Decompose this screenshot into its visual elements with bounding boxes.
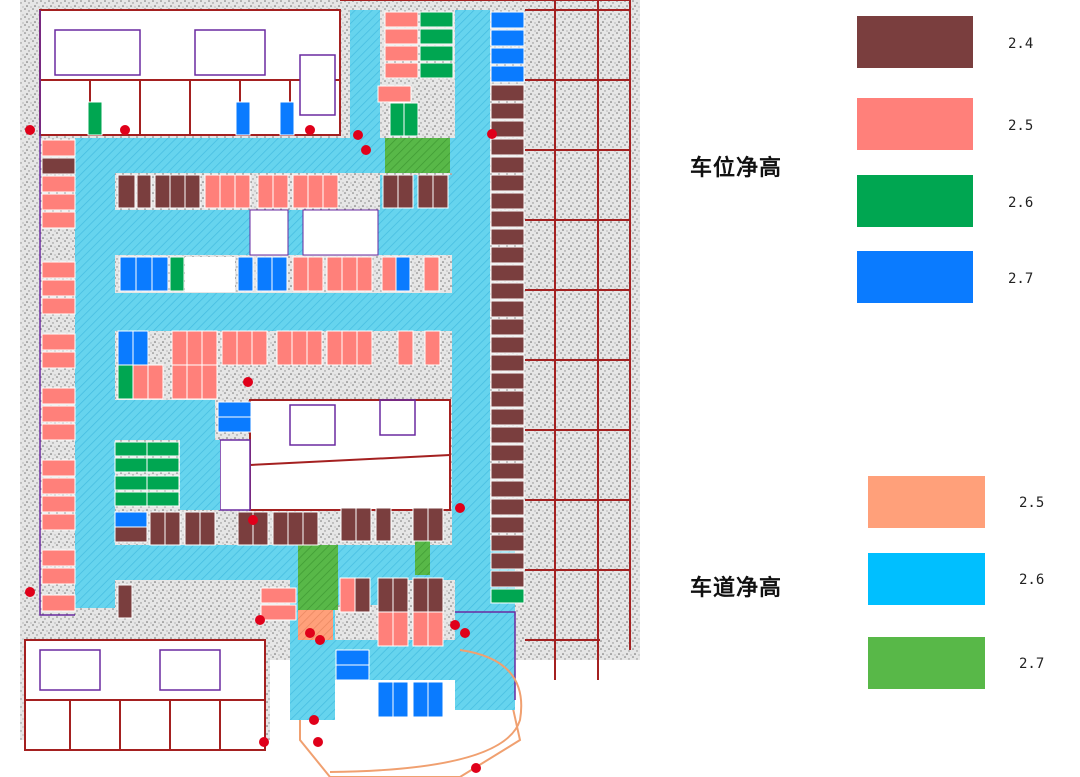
legend-parking-value-3: 2.6 xyxy=(1008,195,1034,211)
legend-lane-swatch-1 xyxy=(868,476,985,528)
legend-lane-value-1: 2.5 xyxy=(1019,495,1045,511)
void-areas xyxy=(185,209,379,292)
lane-network xyxy=(75,10,515,720)
legend-lane-title: 车道净高 xyxy=(690,576,783,601)
legend-parking-swatch-3 xyxy=(857,175,973,227)
legend-lane-value-3: 2.7 xyxy=(1019,656,1045,672)
legend-parking-title: 车位净高 xyxy=(690,156,783,181)
legend-lane-swatch-3 xyxy=(868,637,985,689)
legend-parking-value-2: 2.5 xyxy=(1008,118,1034,134)
building-block-top xyxy=(39,9,341,136)
legend-parking-value-4: 2.7 xyxy=(1008,271,1034,287)
parking-floor-plan xyxy=(20,0,640,777)
legend-parking-swatch-1 xyxy=(857,16,973,68)
legend-lane-swatch-2 xyxy=(868,553,985,605)
legend-parking-value-1: 2.4 xyxy=(1008,36,1034,52)
building-block-bottom xyxy=(24,639,266,751)
building-block-middle xyxy=(219,399,451,511)
marker-points xyxy=(25,125,497,773)
parking-stalls xyxy=(41,11,525,718)
legend-parking-swatch-4 xyxy=(857,251,973,303)
structural-grid xyxy=(525,0,631,680)
outer-walls xyxy=(39,0,630,773)
legend-lane-value-2: 2.6 xyxy=(1019,572,1045,588)
legend-parking-swatch-2 xyxy=(857,98,973,150)
